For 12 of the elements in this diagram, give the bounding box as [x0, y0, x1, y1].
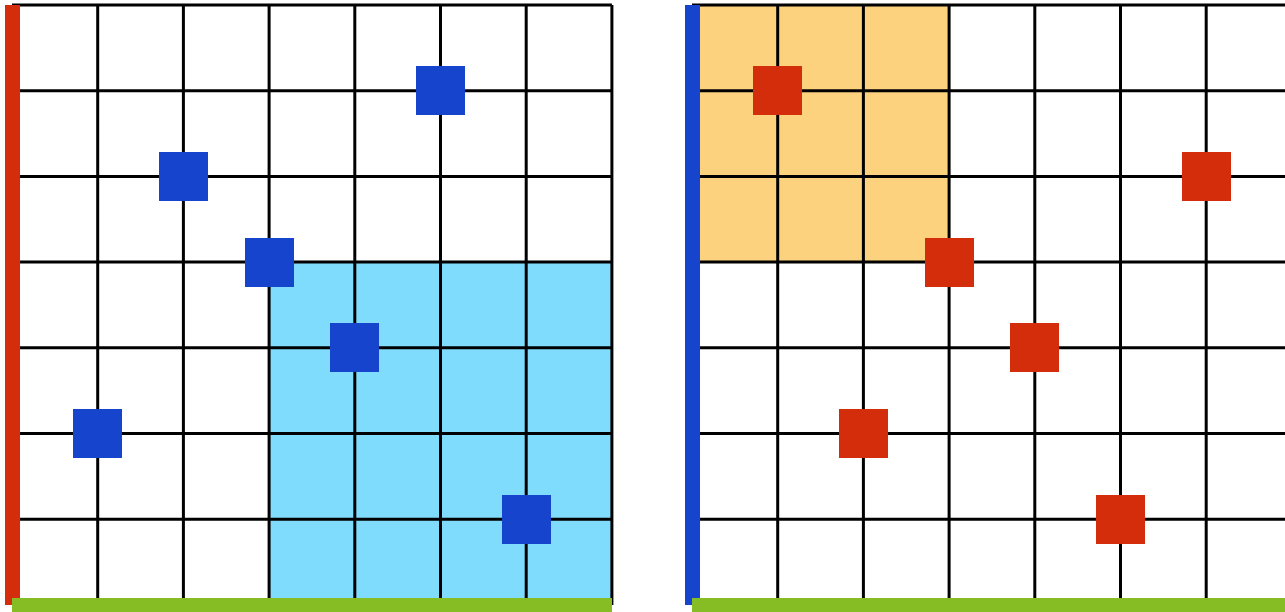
square-marker — [501, 494, 551, 544]
square-marker — [158, 151, 208, 201]
square-marker — [244, 237, 294, 287]
square-marker — [73, 409, 123, 458]
square-marker — [924, 237, 974, 287]
square-marker — [838, 409, 888, 458]
square-marker — [1181, 151, 1231, 201]
square-marker — [416, 66, 465, 116]
square-marker — [330, 323, 380, 373]
square-marker — [1010, 323, 1060, 373]
square-marker — [1096, 494, 1145, 544]
square-marker — [753, 66, 803, 116]
